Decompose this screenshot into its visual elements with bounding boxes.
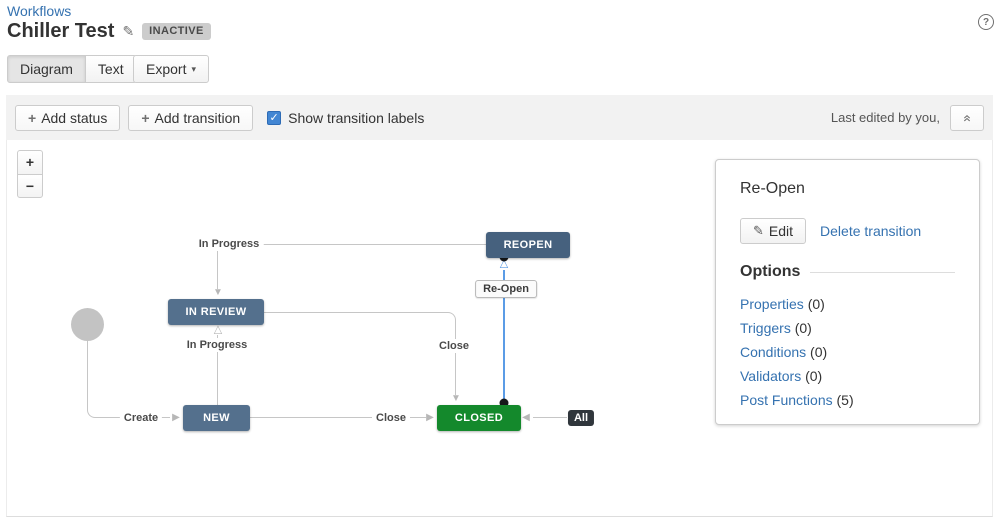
options-heading: Options [740,263,801,280]
initial-node[interactable] [71,308,104,341]
title-row: Chiller Test ✎ INACTIVE [7,20,211,43]
arrowhead-right-icon: ▶ [172,412,180,423]
transition-label-create[interactable]: Create [119,411,163,425]
reopen-transition-line[interactable] [503,270,505,399]
all-transition-line [533,417,567,418]
arrowhead-left-icon: ◀ [522,412,530,423]
option-link-post-functions[interactable]: Post Functions (5) [740,392,854,408]
zoom-controls: + − [17,150,43,198]
status-node-closed[interactable]: CLOSED [437,405,521,431]
plus-icon: + [28,109,37,126]
close-top-line [455,320,456,395]
transition-properties-panel: Re-Open ✎ Edit Delete transition Options… [715,159,980,425]
option-link-triggers[interactable]: Triggers (0) [740,320,812,336]
open-arrowhead-up-icon: △ [499,257,509,270]
add-transition-button[interactable]: + Add transition [128,104,254,131]
status-badge: INACTIVE [142,23,211,40]
create-transition-corner [87,410,95,418]
last-edited-text: Last edited by you, [830,110,940,125]
transition-label-in-progress-bottom[interactable]: In Progress [182,338,252,352]
zoom-out-button[interactable]: − [17,174,43,198]
transition-endpoint-dot [499,398,509,408]
export-button[interactable]: Export ▾ [133,55,209,83]
checkbox-check-icon[interactable]: ✓ [267,110,282,125]
show-transition-labels-checkbox[interactable]: ✓ Show transition labels [267,110,424,126]
divider [810,271,955,273]
chevron-down-icon: ▾ [191,63,196,74]
status-node-reopen[interactable]: REOPEN [486,232,570,258]
open-arrowhead-up-icon: △ [213,323,223,336]
tab-diagram[interactable]: Diagram [7,55,86,83]
plus-icon: + [141,109,150,126]
breadcrumb[interactable]: Workflows [7,3,72,19]
close-bottom-line [250,417,426,418]
status-node-new[interactable]: NEW [183,405,250,431]
options-heading-row: Options [740,263,955,281]
transition-label-close-bottom[interactable]: Close [372,411,410,425]
transition-label-re-open-selected[interactable]: Re-Open [475,280,537,298]
panel-title: Re-Open [740,180,805,197]
in-progress-bottom-line [217,335,218,405]
arrowhead-down-icon: ▼ [451,393,461,404]
view-mode-tabs: Diagram Text [7,55,137,83]
close-top-line [264,312,448,313]
pencil-icon: ✎ [753,223,764,238]
create-transition-line [87,341,88,410]
toolbar-right: Last edited by you, [830,104,984,131]
arrowhead-down-icon: ▼ [213,287,223,298]
in-progress-top-line [217,251,218,289]
page-title: Chiller Test [7,20,115,42]
option-link-conditions[interactable]: Conditions (0) [740,344,828,360]
transition-label-all[interactable]: All [567,410,595,426]
add-status-button[interactable]: + Add status [15,104,121,131]
panel-actions: ✎ Edit Delete transition [740,218,955,244]
option-link-properties[interactable]: Properties (0) [740,296,825,312]
close-top-corner [448,312,456,320]
tab-text[interactable]: Text [85,55,137,83]
zoom-in-button[interactable]: + [17,150,43,174]
transition-label-close-top[interactable]: Close [435,339,473,353]
option-link-validators[interactable]: Validators (0) [740,368,823,384]
delete-transition-link[interactable]: Delete transition [820,223,922,239]
diagram-toolbar: + Add status + Add transition ✓ Show tra… [6,95,993,140]
arrowhead-right-icon: ▶ [426,412,434,423]
edit-title-pencil-icon[interactable]: ✎ [122,23,135,39]
chevron-double-up-icon [963,114,971,121]
in-progress-top-line [256,244,486,245]
edit-transition-button[interactable]: ✎ Edit [740,218,807,244]
workflow-canvas[interactable]: + − ▶ Create ▼ In Progress △ In Progress… [6,140,993,517]
collapse-toolbar-button[interactable] [950,104,984,131]
status-node-in-review[interactable]: IN REVIEW [168,299,264,325]
help-icon[interactable]: ? [978,14,994,30]
transition-label-in-progress-top[interactable]: In Progress [194,237,264,251]
